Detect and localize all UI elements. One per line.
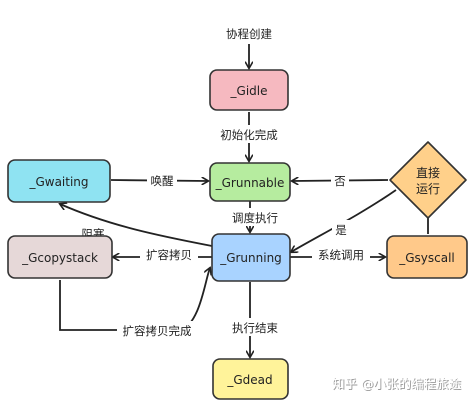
label-syscall: 系统调用	[318, 248, 364, 262]
node-gidle: _Gidle	[209, 69, 289, 111]
node-decision-label-line1: 直接	[416, 165, 440, 180]
label-create: 协程创建	[226, 27, 272, 41]
node-decision: 直接 运行	[389, 141, 467, 219]
node-decision-label-line2: 运行	[416, 182, 440, 196]
node-gsyscall-label: _Gsyscall	[398, 251, 455, 265]
edge-grunning-to-gwaiting	[60, 204, 213, 247]
node-gcopystack: _Gcopystack	[7, 235, 113, 279]
edge-labels: 协程创建 初始化完成 唤醒 否 是 阻塞 调度执行 扩容拷贝 扩容拷贝完成 系统…	[78, 24, 370, 339]
label-expand: 扩容拷贝	[146, 248, 192, 262]
label-expand-done: 扩容拷贝完成	[123, 324, 192, 338]
node-gcopystack-label: _Gcopystack	[21, 251, 98, 265]
node-grunning-label: _Grunning	[219, 251, 282, 265]
label-wake: 唤醒	[151, 174, 174, 188]
node-gsyscall: _Gsyscall	[386, 235, 468, 279]
node-gwaiting-label: _Gwaiting	[28, 175, 88, 189]
watermark-shadow: 知乎 @小张的编程旅途	[333, 377, 462, 392]
node-gwaiting: _Gwaiting	[7, 159, 111, 203]
label-yes: 是	[335, 223, 347, 237]
node-grunning: _Grunning	[211, 233, 291, 282]
label-init-done: 初始化完成	[220, 128, 278, 142]
node-gdead-label: _Gdead	[226, 373, 272, 387]
label-schedule: 调度执行	[232, 211, 278, 225]
label-no: 否	[334, 174, 346, 188]
watermark: 知乎 @小张的编程旅途 知乎 @小张的编程旅途	[332, 376, 462, 392]
node-gdead: _Gdead	[212, 358, 289, 400]
node-grunnable-label: _Grunnable	[215, 176, 285, 190]
label-finish: 执行结束	[232, 321, 278, 335]
node-grunnable: _Grunnable	[209, 162, 291, 202]
watermark-text: 知乎 @小张的编程旅途	[332, 376, 461, 391]
node-gidle-label: _Gidle	[230, 84, 268, 98]
